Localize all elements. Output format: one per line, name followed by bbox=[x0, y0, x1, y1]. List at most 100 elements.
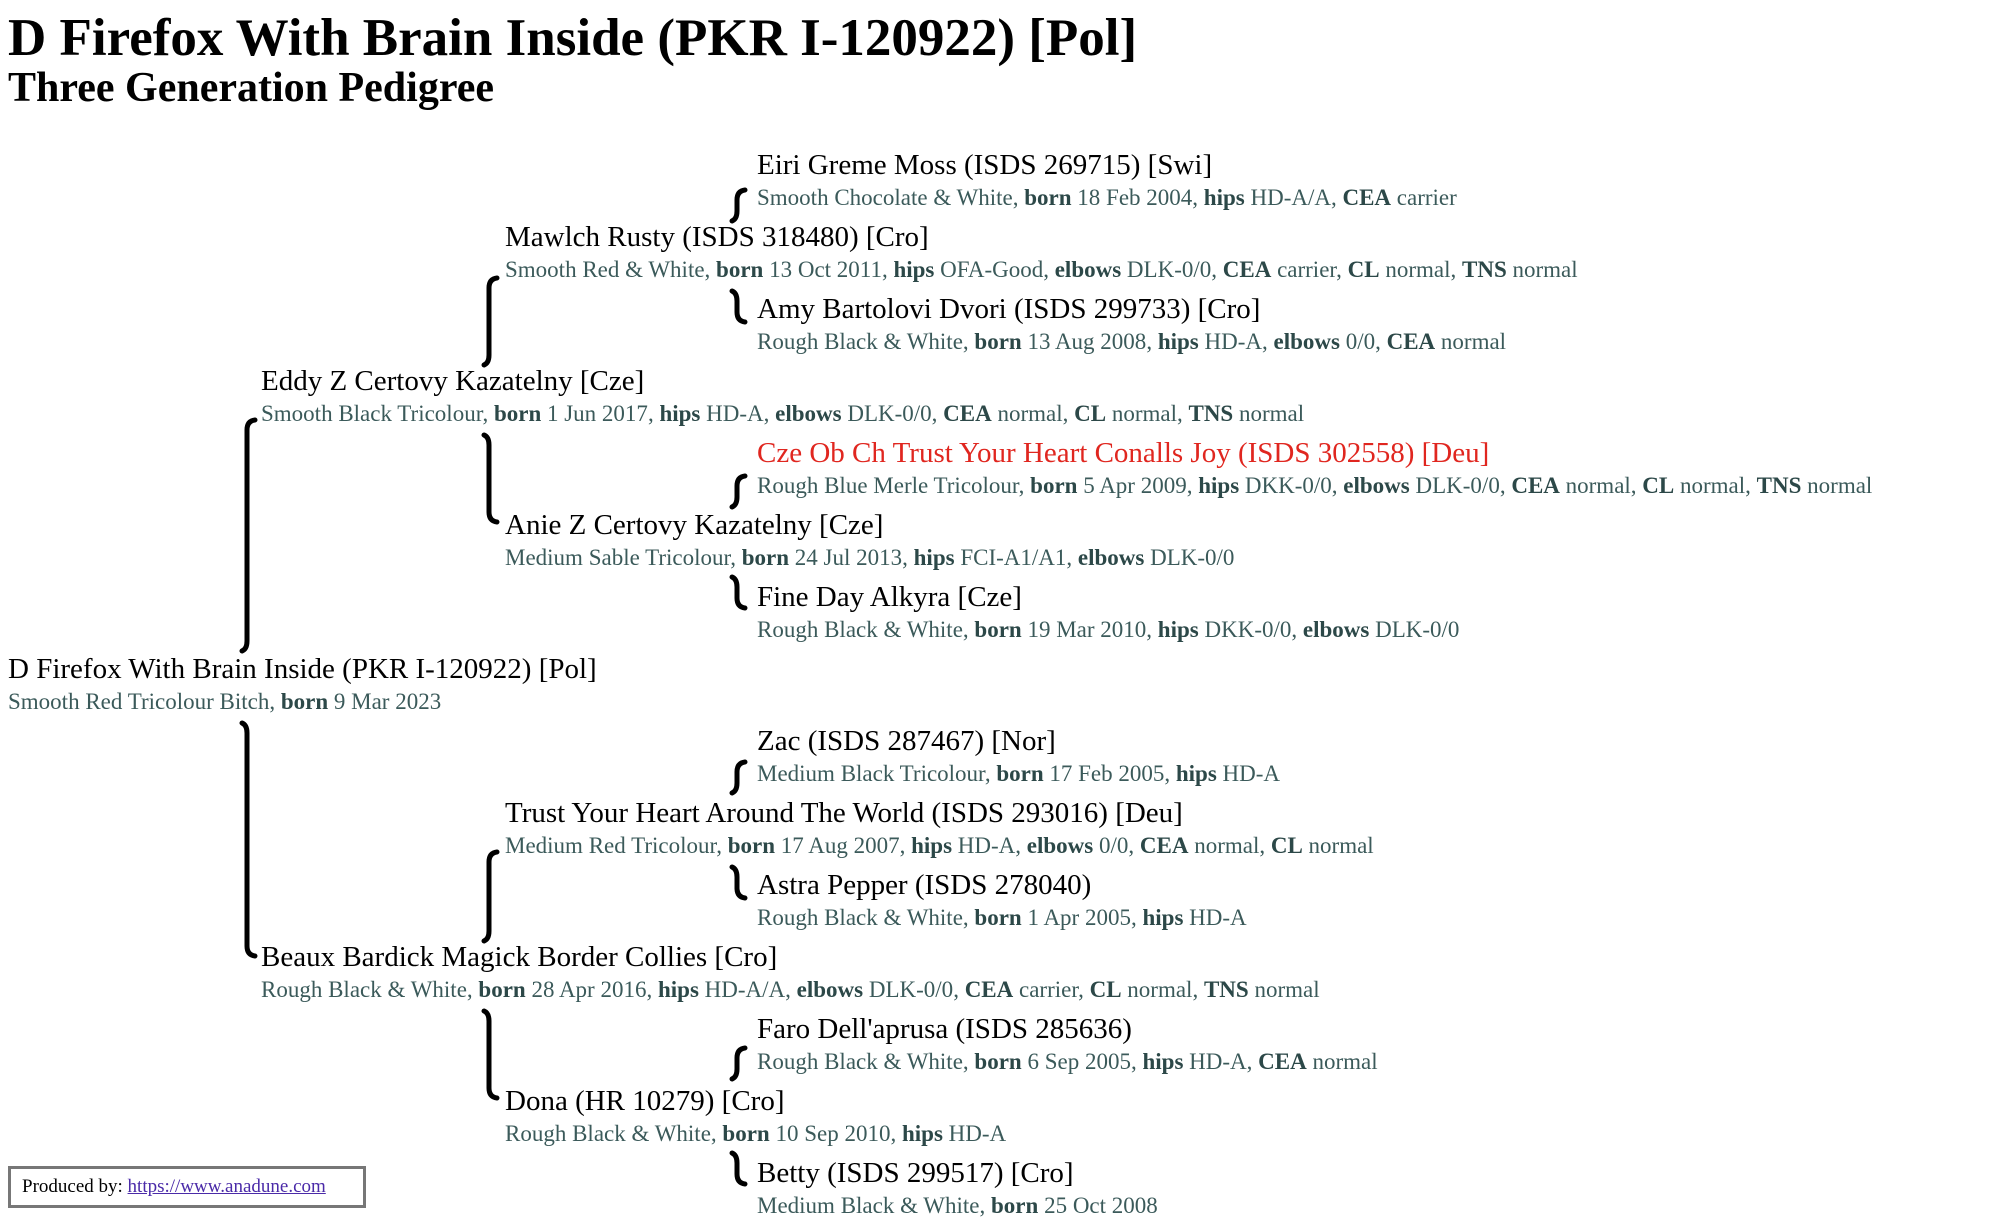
elbows-value: DLK-0/0 bbox=[868, 977, 954, 1002]
pedigree-connector-up bbox=[481, 275, 500, 368]
elbows-value: 0/0 bbox=[1345, 329, 1376, 354]
born-date: 10 Sep 2010 bbox=[775, 1121, 891, 1146]
hips-value: HD-A bbox=[1222, 761, 1281, 786]
hips-value: HD-A bbox=[1204, 329, 1263, 354]
born-label: born bbox=[974, 617, 1022, 642]
coat-text: Rough Black & White bbox=[505, 1121, 711, 1146]
tns-value: normal bbox=[1512, 257, 1578, 282]
born-label: born bbox=[996, 761, 1044, 786]
hips-value: FCI-A1/A1 bbox=[960, 545, 1067, 570]
coat-text: Rough Black & White bbox=[757, 617, 963, 642]
hips-label: hips bbox=[893, 257, 935, 282]
dog-dam: Beaux Bardick Magick Border Collies [Cro… bbox=[261, 939, 1320, 1005]
pedigree-connector-up bbox=[239, 417, 258, 654]
born-date: 18 Feb 2004 bbox=[1077, 185, 1193, 210]
born-label: born bbox=[722, 1121, 770, 1146]
born-date: 17 Feb 2005 bbox=[1049, 761, 1165, 786]
dog-dsd: Astra Pepper (ISDS 278040)Rough Black & … bbox=[757, 867, 1247, 933]
dog-sire-dam: Anie Z Certovy Kazatelny [Cze]Medium Sab… bbox=[505, 507, 1234, 573]
hips-label: hips bbox=[1142, 1049, 1184, 1074]
dog-sdd: Fine Day Alkyra [Cze] Rough Black & White… bbox=[757, 579, 1459, 645]
dog-dam-sire: Trust Your Heart Around The World (ISDS … bbox=[505, 795, 1374, 861]
tns-label: TNS bbox=[1188, 401, 1234, 426]
coat-text: Medium Sable Tricolour bbox=[505, 545, 731, 570]
dog-details: Rough Black & White, born 19 Mar 2010, h… bbox=[757, 617, 1460, 642]
dog-ddd: Betty (ISDS 299517) [Cro] Medium Black & … bbox=[757, 1155, 1158, 1221]
page-subtitle: Three Generation Pedigree bbox=[8, 65, 494, 111]
born-label: born bbox=[974, 329, 1022, 354]
hips-value: DKK-0/0 bbox=[1244, 473, 1332, 498]
hips-value: HD-A/A bbox=[1250, 185, 1331, 210]
born-label: born bbox=[280, 689, 329, 714]
elbows-value: 0/0 bbox=[1098, 833, 1129, 858]
dog-name: D Firefox With Brain Inside (PKR I-12092… bbox=[8, 653, 597, 685]
dog-details: Rough Black & White, born 28 Apr 2016, h… bbox=[261, 977, 1320, 1002]
dog-details: Medium Black & White, born 25 Oct 2008 bbox=[757, 1193, 1158, 1218]
hips-label: hips bbox=[901, 1121, 943, 1146]
dog-details: Rough Blue Merle Tricolour, born 5 Apr 2… bbox=[757, 473, 1873, 498]
dog-details: Smooth Chocolate & White, born 18 Feb 20… bbox=[757, 185, 1457, 210]
pedigree-connector-up bbox=[481, 849, 500, 944]
cea-label: CEA bbox=[1386, 329, 1436, 354]
born-label: born bbox=[478, 977, 526, 1002]
dog-name: Trust Your Heart Around The World (ISDS … bbox=[505, 797, 1183, 829]
dog-name: Zac (ISDS 287467) [Nor] bbox=[757, 725, 1056, 757]
dog-details: Rough Black & White, born 6 Sep 2005, hi… bbox=[757, 1049, 1378, 1074]
hips-value: HD-A bbox=[1189, 1049, 1247, 1074]
dog-name: Betty (ISDS 299517) [Cro] bbox=[757, 1157, 1074, 1189]
dog-subject: D Firefox With Brain Inside (PKR I-12092… bbox=[8, 651, 597, 717]
cl-value: normal bbox=[1308, 833, 1374, 858]
elbows-label: elbows bbox=[1273, 329, 1340, 354]
dog-details: Rough Black & White, born 10 Sep 2010, h… bbox=[505, 1121, 1007, 1146]
pedigree-connector-down bbox=[481, 1008, 500, 1101]
dog-sds: Cze Ob Ch Trust Your Heart Conalls Joy (… bbox=[757, 435, 1872, 501]
pedigree-connector-up bbox=[729, 187, 748, 224]
cl-value: normal bbox=[1385, 257, 1451, 282]
cea-value: normal bbox=[1312, 1049, 1378, 1074]
dog-dss: Zac (ISDS 287467) [Nor] Medium Black Tric… bbox=[757, 723, 1280, 789]
dog-sire-sire: Mawlch Rusty (ISDS 318480) [Cro]Smooth R… bbox=[505, 219, 1578, 285]
dog-name: Eiri Greme Moss (ISDS 269715) [Swi] bbox=[757, 149, 1213, 181]
born-label: born bbox=[1030, 473, 1078, 498]
hips-value: HD-A/A bbox=[704, 977, 786, 1002]
coat-text: Smooth Red Tricolour Bitch bbox=[8, 689, 270, 714]
pedigree-connector-up bbox=[729, 759, 748, 796]
born-date: 13 Oct 2011 bbox=[769, 257, 882, 282]
cea-label: CEA bbox=[964, 977, 1014, 1002]
dog-name: Fine Day Alkyra [Cze] bbox=[757, 581, 1022, 613]
cea-value: carrier bbox=[1277, 257, 1337, 282]
tns-label: TNS bbox=[1756, 473, 1802, 498]
cea-value: normal bbox=[1565, 473, 1631, 498]
elbows-value: DLK-0/0 bbox=[847, 401, 932, 426]
born-date: 17 Aug 2007 bbox=[780, 833, 900, 858]
coat-text: Medium Black Tricolour bbox=[757, 761, 985, 786]
cea-value: carrier bbox=[1019, 977, 1079, 1002]
cl-label: CL bbox=[1089, 977, 1122, 1002]
dog-details: Smooth Red Tricolour Bitch, born 9 Mar 2… bbox=[8, 689, 442, 714]
hips-label: hips bbox=[1157, 329, 1199, 354]
born-label: born bbox=[974, 905, 1022, 930]
cl-label: CL bbox=[1074, 401, 1107, 426]
footer-link[interactable]: https://www.anadune.com bbox=[127, 1176, 326, 1197]
born-date: 1 Apr 2005 bbox=[1027, 905, 1131, 930]
cl-value: normal bbox=[1680, 473, 1746, 498]
born-label: born bbox=[991, 1193, 1039, 1218]
hips-label: hips bbox=[659, 401, 701, 426]
cea-label: CEA bbox=[1511, 473, 1560, 498]
born-date: 25 Oct 2008 bbox=[1044, 1193, 1158, 1218]
born-date: 19 Mar 2010 bbox=[1027, 617, 1147, 642]
dog-details: Rough Black & White, born 13 Aug 2008, h… bbox=[757, 329, 1507, 354]
tns-value: normal bbox=[1238, 401, 1305, 426]
footer-label: Produced by: bbox=[22, 1176, 123, 1197]
hips-value: DKK-0/0 bbox=[1204, 617, 1292, 642]
dog-name: Dona (HR 10279) [Cro] bbox=[505, 1085, 785, 1117]
cl-value: normal bbox=[1127, 977, 1193, 1002]
dog-ssd: Amy Bartolovi Dvori (ISDS 299733) [Cro]R… bbox=[757, 291, 1506, 357]
dog-name: Faro Dell'aprusa (ISDS 285636) bbox=[757, 1013, 1132, 1045]
pedigree-connector-down bbox=[729, 288, 748, 325]
coat-text: Smooth Chocolate & White bbox=[757, 185, 1013, 210]
born-date: 1 Jun 2017 bbox=[546, 401, 648, 426]
dog-name: Mawlch Rusty (ISDS 318480) [Cro] bbox=[505, 221, 929, 253]
coat-text: Rough Black & White bbox=[261, 977, 467, 1002]
elbows-value: DLK-0/0 bbox=[1126, 257, 1212, 282]
